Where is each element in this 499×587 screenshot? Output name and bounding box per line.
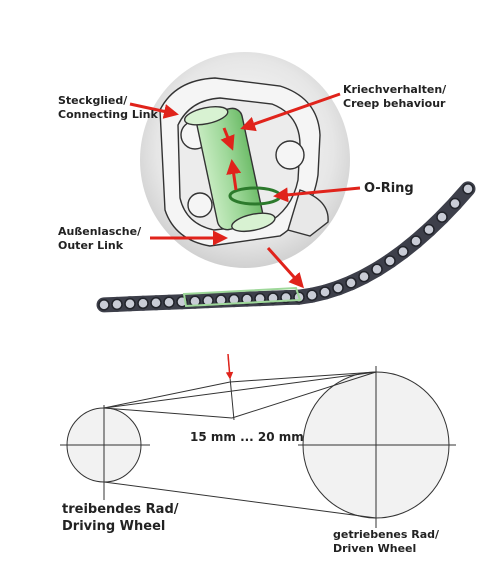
chain-roller	[306, 289, 318, 301]
connecting-link-illustration: Steckglied/ Connecting Link Kriechverhal…	[58, 52, 447, 289]
arrow-connecting-link	[129, 102, 179, 119]
arrow-o-ring	[273, 186, 361, 203]
chain-line-sag-d	[231, 371, 377, 419]
chain-roller	[137, 297, 149, 310]
label-sag: 15 mm ... 20 mm	[190, 430, 304, 444]
chain-roller	[423, 223, 435, 236]
sag-arrow	[225, 353, 234, 380]
chain-line-tight	[103, 371, 377, 409]
chain-roller	[384, 255, 396, 267]
chain-line-sag-c	[103, 407, 233, 419]
sprocket-sag-diagram	[60, 353, 456, 528]
chain-roller	[228, 293, 240, 306]
chain-roller	[345, 277, 357, 289]
chain-roller	[462, 183, 474, 195]
label-o-ring: O-Ring	[364, 181, 414, 196]
label-connecting-link-line2: Connecting Link	[58, 108, 158, 121]
arrow-creep	[240, 92, 341, 132]
label-driving-line1: treibendes Rad/	[62, 502, 179, 517]
chain-roller	[98, 299, 110, 311]
chain-roller	[124, 298, 136, 310]
arrow-to-chain	[266, 246, 305, 289]
roller-chain	[96, 181, 476, 313]
chain-line-sag-b	[229, 371, 377, 383]
chain-line-lower	[103, 481, 377, 519]
chain-roller	[163, 296, 175, 308]
chain-roller	[319, 286, 331, 298]
connecting-link-highlight	[182, 286, 302, 308]
chain-roller	[410, 235, 422, 247]
label-driving-line2: Driving Wheel	[62, 519, 165, 534]
chain-line-sag-a	[103, 381, 231, 409]
chain-roller	[397, 245, 409, 258]
label-driven-line1: getriebenes Rad/	[333, 528, 440, 541]
label-outer-link-line2: Outer Link	[58, 239, 124, 252]
chain-roller	[332, 282, 344, 294]
pin	[183, 105, 282, 233]
chain-roller	[241, 293, 253, 305]
chain-roller	[449, 197, 461, 210]
chain-roller	[215, 294, 227, 306]
label-outer-link-line1: Außenlasche/	[58, 225, 142, 238]
label-creep-line1: Kriechverhalten/	[343, 83, 447, 96]
label-creep-line2: Creep behaviour	[343, 97, 446, 110]
chain-roller	[371, 263, 383, 276]
label-connecting-link-line1: Steckglied/	[58, 94, 128, 107]
label-driven-line2: Driven Wheel	[333, 542, 416, 555]
chain-roller	[358, 270, 370, 283]
chain-roller	[111, 298, 123, 311]
chain-roller	[436, 211, 448, 223]
chain-roller	[150, 297, 162, 309]
